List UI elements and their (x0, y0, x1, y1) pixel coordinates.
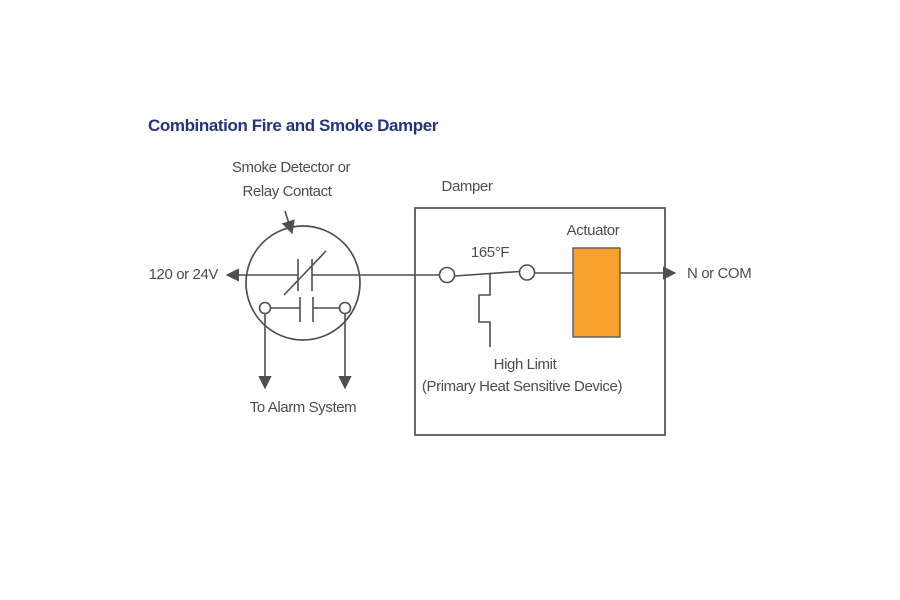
damper-label: Damper (442, 178, 493, 195)
actuator-label: Actuator (567, 222, 620, 239)
alarm-contact-left-terminal (258, 301, 272, 315)
smoke-detector-label-line1: Smoke Detector or (232, 159, 351, 176)
thermal-switch-left-terminal (438, 266, 456, 284)
damper-box (414, 207, 666, 436)
actuator-rect (572, 247, 621, 338)
smoke-detector-pointer-arrow (281, 210, 295, 235)
high-limit-label-line1: High Limit (494, 356, 558, 373)
smoke-detector-circle (245, 225, 361, 341)
page-title: Combination Fire and Smoke Damper (148, 116, 439, 135)
alarm-system-label: To Alarm System (250, 399, 357, 416)
thermal-switch-blade (454, 270, 520, 277)
high-limit-label-line2: (Primary Heat Sensitive Device) (422, 378, 623, 395)
neutral-output-label: N or COM (687, 265, 751, 282)
alarm-contact-right-terminal (338, 301, 352, 315)
smoke-detector-label-line2: Relay Contact (242, 183, 332, 200)
nc-contact-slash (283, 250, 327, 296)
trip-temperature-label: 165°F (471, 244, 509, 261)
voltage-source-label: 120 or 24V (149, 266, 219, 283)
thermal-switch-right-terminal (518, 264, 536, 281)
thermal-element-zigzag (478, 274, 491, 347)
